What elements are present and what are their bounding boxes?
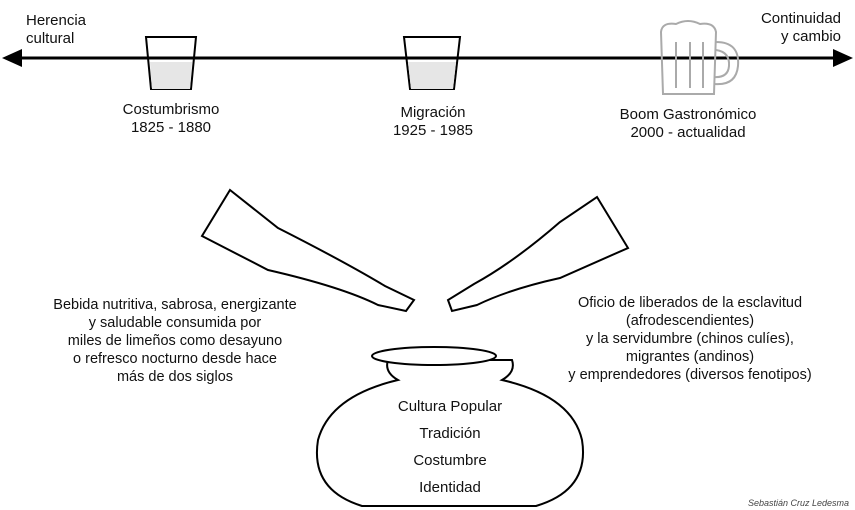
author-credit: Sebastián Cruz Ledesma: [748, 498, 849, 508]
jar-label-cultura-popular: Cultura Popular: [398, 398, 502, 416]
timeline-end-label: Continuidad y cambio: [761, 10, 841, 46]
period-name: Boom Gastronómico: [620, 106, 757, 124]
period-years: 2000 - actualidad: [620, 124, 757, 142]
left-description: Bebida nutritiva, sabrosa, energizante y…: [53, 296, 296, 386]
description-line: y emprendedores (diversos fenotipos): [568, 366, 811, 384]
period-name: Migración: [393, 104, 473, 122]
period-migracion: Migración 1925 - 1985: [393, 104, 473, 140]
jar-label-identidad: Identidad: [419, 479, 481, 497]
description-line: más de dos siglos: [53, 368, 296, 386]
description-line: miles de limeños como desayuno: [53, 332, 296, 350]
description-line: y saludable consumida por: [53, 314, 296, 332]
description-line: Oficio de liberados de la esclavitud: [568, 294, 811, 312]
description-line: Bebida nutritiva, sabrosa, energizante: [53, 296, 296, 314]
timeline-start-label-line: cultural: [26, 30, 86, 48]
period-name: Costumbrismo: [123, 101, 220, 119]
period-costumbrismo: Costumbrismo 1825 - 1880: [123, 101, 220, 137]
period-boom-gastronomico: Boom Gastronómico 2000 - actualidad: [620, 106, 757, 142]
timeline-end-label-line: Continuidad: [761, 10, 841, 28]
jar-label-costumbre: Costumbre: [413, 452, 486, 470]
timeline-start-label: Herencia cultural: [26, 12, 86, 48]
description-line: migrantes (andinos): [568, 348, 811, 366]
right-description: Oficio de liberados de la esclavitud (af…: [568, 294, 811, 384]
jar-label-tradicion: Tradición: [419, 425, 480, 443]
period-years: 1925 - 1985: [393, 122, 473, 140]
description-line: y la servidumbre (chinos culíes),: [568, 330, 811, 348]
timeline-end-label-line: y cambio: [761, 28, 841, 46]
description-line: (afrodescendientes): [568, 312, 811, 330]
glass-icon: [146, 37, 196, 89]
description-line: o refresco nocturno desde hace: [53, 350, 296, 368]
bottle-icon: [202, 190, 414, 311]
glass-icon: [404, 37, 460, 89]
period-years: 1825 - 1880: [123, 119, 220, 137]
timeline-start-label-line: Herencia: [26, 12, 86, 30]
